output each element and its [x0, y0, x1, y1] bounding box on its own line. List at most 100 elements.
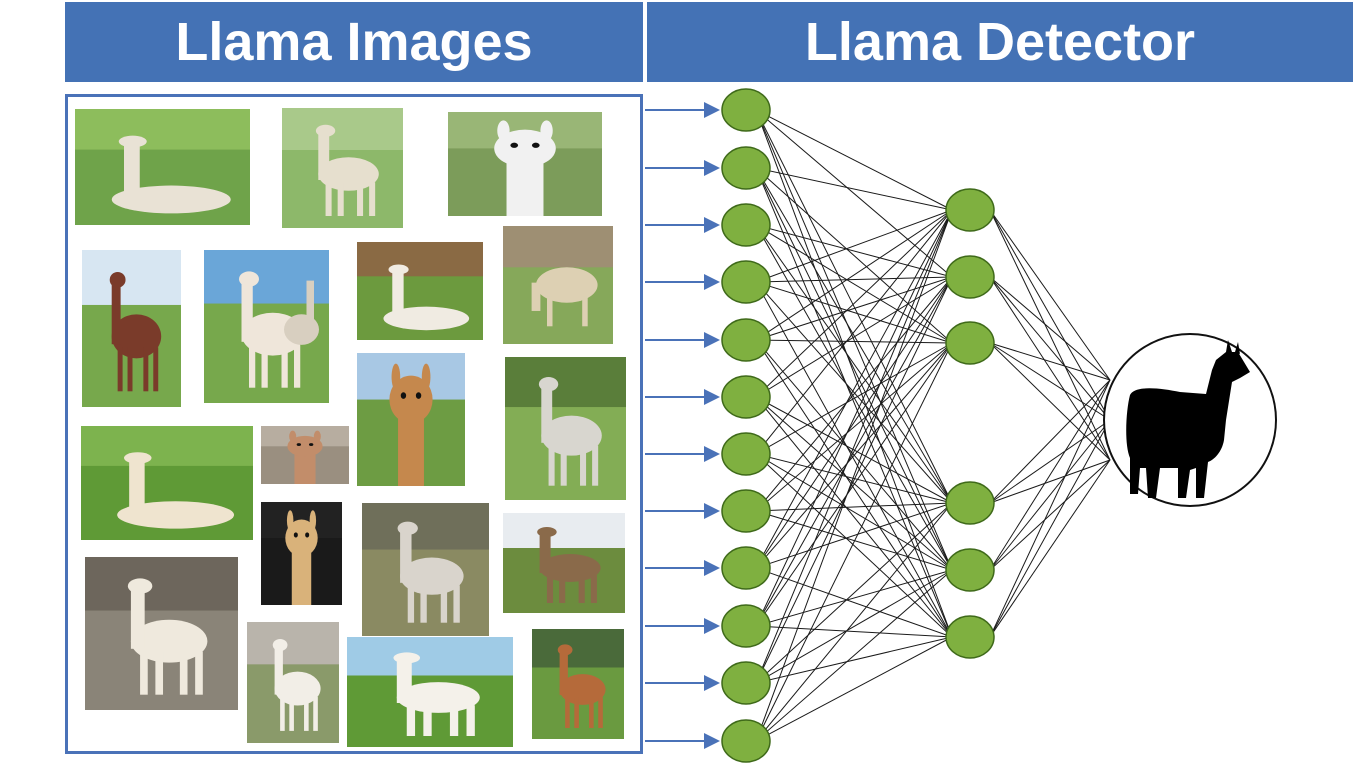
input-node — [721, 318, 771, 362]
connection-edge — [755, 339, 953, 638]
connection-edge — [755, 209, 953, 627]
llama-photo — [357, 242, 483, 340]
hidden-node — [945, 481, 995, 525]
connection-edge — [989, 276, 1111, 381]
llama-photo — [282, 108, 403, 228]
llama-photo — [357, 353, 465, 486]
connection-edge — [989, 342, 1111, 461]
connection-edge — [755, 209, 953, 455]
llama-photo — [347, 637, 513, 747]
connection-edge — [755, 453, 953, 571]
connection-edge — [755, 276, 953, 341]
llama-photo — [81, 426, 253, 540]
connection-edge — [989, 342, 1111, 381]
connection-edge — [755, 109, 953, 504]
connection-edge — [755, 396, 953, 504]
connection-edge — [755, 569, 953, 742]
connection-edge — [989, 276, 1111, 461]
llama-photo — [247, 622, 339, 743]
connection-edge — [755, 396, 953, 638]
connection-edge — [755, 276, 953, 684]
input-node — [721, 432, 771, 476]
connection-edge — [755, 342, 953, 569]
connection-edge — [755, 224, 953, 571]
connection-edge — [755, 276, 953, 569]
connection-edge — [755, 167, 953, 638]
llama-photo — [261, 502, 342, 605]
input-node — [721, 88, 771, 132]
llama-photo — [503, 226, 613, 344]
connection-edge — [755, 636, 953, 742]
connection-edge — [755, 167, 953, 211]
connection-edge — [755, 342, 953, 742]
connection-edge — [989, 276, 1111, 421]
input-node — [721, 489, 771, 533]
connection-edge — [755, 209, 953, 684]
connection-edge — [755, 209, 953, 283]
input-node — [721, 719, 771, 763]
llama-photo — [85, 557, 238, 710]
connection-edge — [755, 342, 953, 627]
input-node — [721, 604, 771, 648]
input-node — [721, 260, 771, 304]
hidden-node — [945, 188, 995, 232]
connection-edge — [989, 459, 1111, 504]
connection-edge — [755, 502, 953, 512]
connection-edge — [755, 281, 953, 344]
connection-edge — [989, 419, 1111, 571]
llama-photo — [362, 503, 489, 636]
connection-edge — [755, 109, 953, 571]
connection-edge — [989, 459, 1111, 638]
connection-edge — [755, 167, 953, 344]
llama-detector-title: Llama Detector — [647, 2, 1353, 82]
connection-edge — [755, 569, 953, 684]
connection-edge — [755, 224, 953, 344]
input-node — [721, 661, 771, 705]
connection-edge — [755, 109, 953, 211]
llama-photo — [503, 513, 625, 613]
hidden-node — [945, 321, 995, 365]
connection-edge — [755, 209, 953, 742]
connection-edge — [755, 281, 953, 638]
connection-edge — [755, 276, 953, 627]
connection-edge — [755, 224, 953, 278]
connection-edge — [989, 209, 1111, 421]
connection-edge — [989, 379, 1111, 504]
connection-edge — [755, 209, 953, 341]
connection-edge — [755, 625, 953, 638]
llama-photo — [75, 109, 250, 225]
connection-edge — [755, 276, 953, 283]
connection-edge — [755, 281, 953, 504]
hidden-node — [945, 615, 995, 659]
input-node — [721, 546, 771, 590]
connection-edge — [755, 510, 953, 571]
hidden-node — [945, 255, 995, 299]
connection-edge — [755, 502, 953, 742]
llama-photo — [532, 629, 624, 739]
connection-edge — [755, 209, 953, 398]
connection-edge — [989, 459, 1111, 571]
connection-edge — [989, 342, 1111, 421]
connection-edge — [755, 569, 953, 627]
input-node — [721, 203, 771, 247]
connection-edge — [755, 276, 953, 512]
connection-edge — [989, 209, 1111, 381]
connection-edge — [755, 453, 953, 504]
connection-edge — [755, 453, 953, 638]
connection-edge — [989, 419, 1111, 638]
connection-edge — [755, 342, 953, 455]
connection-edge — [755, 209, 953, 569]
connection-edge — [755, 339, 953, 344]
input-node — [721, 146, 771, 190]
llama-photo — [448, 112, 602, 216]
llama-photo — [261, 426, 349, 484]
connection-edge — [755, 109, 953, 278]
llama-photo — [82, 250, 181, 407]
connection-edge — [755, 167, 953, 504]
llama-photo — [505, 357, 626, 500]
llama-images-panel — [65, 94, 643, 754]
connection-edge — [755, 396, 953, 571]
input-node — [721, 375, 771, 419]
connection-edge — [989, 379, 1111, 571]
